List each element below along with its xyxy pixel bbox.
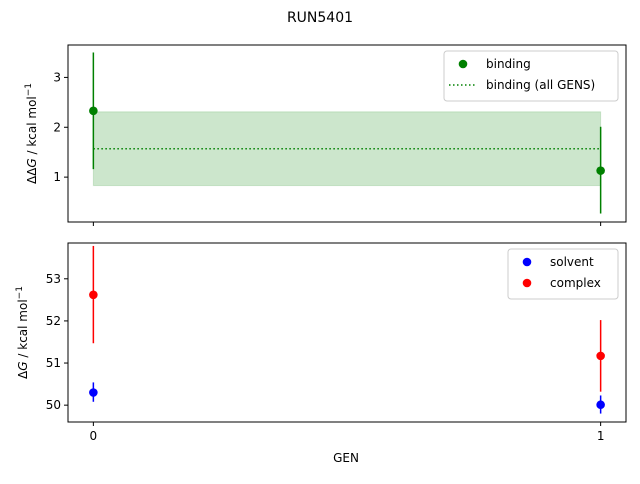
data-point (596, 351, 605, 361)
data-point (596, 400, 605, 410)
legend: binding binding (all GENS) (443, 50, 619, 102)
data-point (596, 166, 605, 175)
legend-box (443, 50, 619, 102)
legend: solvent complex (507, 248, 619, 300)
data-point (89, 290, 98, 300)
y-tick-label: 51 (46, 356, 61, 370)
axes-frame (67, 242, 627, 423)
legend-label: binding (all GENS) (486, 78, 595, 92)
legend-marker (522, 278, 532, 288)
legend-label: solvent (550, 255, 594, 269)
y-tick-label: 3 (53, 70, 61, 84)
legend-marker (458, 59, 468, 69)
y-tick-label: 53 (46, 272, 61, 286)
legend-label: binding (486, 57, 531, 71)
y-axis-label: ΔΔG / kcal mol−1 (24, 83, 39, 184)
y-axis-label: ΔG / kcal mol−1 (15, 286, 30, 379)
legend-box (507, 248, 619, 300)
y-tick-label: 50 (46, 398, 61, 412)
solvent-complex-panel: 50 51 52 53 0 1 ΔG / kcal mol−1 solvent complex (15, 242, 627, 443)
axes-frame (67, 44, 627, 223)
data-point (89, 388, 98, 397)
y-tick-label: 52 (46, 314, 61, 328)
legend-label: complex (550, 276, 601, 290)
y-tick-label: 1 (53, 170, 61, 184)
x-axis-label: GEN (333, 451, 359, 465)
legend-marker (522, 257, 532, 267)
y-tick-label: 2 (53, 120, 61, 134)
x-tick-label: 1 (597, 429, 605, 443)
figure-title: RUN5401 (287, 10, 353, 26)
data-point (89, 106, 98, 116)
x-tick-label: 0 (90, 429, 98, 443)
